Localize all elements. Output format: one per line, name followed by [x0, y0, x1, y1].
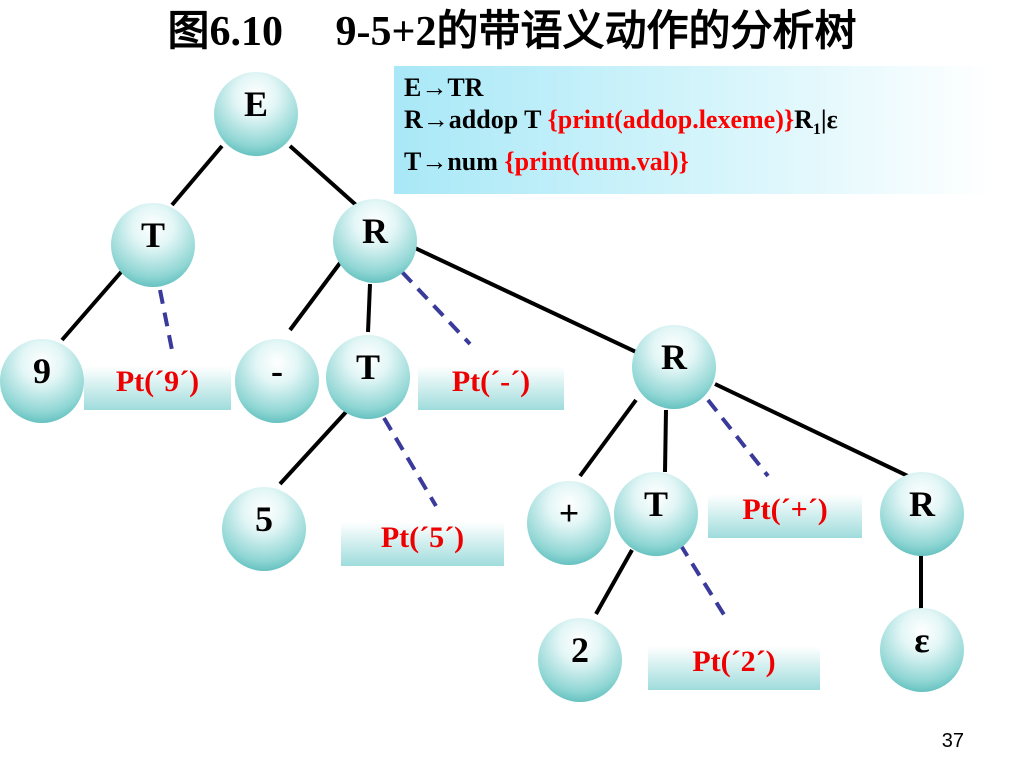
tree-node-2: 2 — [538, 618, 622, 702]
slide-title: 图6.10 9-5+2的带语义动作的分析树 — [167, 9, 857, 55]
edge-e-t1 — [170, 144, 224, 207]
action-edge-t1 — [158, 289, 174, 351]
edge-r1-r2 — [414, 246, 637, 354]
grammar-rule-r: R→addop T {print(addop.lexeme)}R1|ε — [404, 105, 838, 139]
edge-e-r1 — [288, 144, 358, 207]
edge-r1-minus — [288, 261, 342, 332]
grammar-action-num: {print(num.val)} — [504, 147, 689, 177]
tree-node-plus: + — [527, 481, 611, 565]
tree-node-epsilon: ε — [880, 608, 964, 692]
action-box-9: Pt(´9´) — [84, 354, 231, 410]
edge-r2-r3 — [714, 382, 913, 480]
edge-r1-t2 — [366, 283, 372, 333]
tree-node-5: 5 — [222, 487, 306, 571]
page-number: 37 — [941, 730, 964, 752]
action-edge-t2 — [382, 416, 438, 508]
edge-t1-9 — [60, 269, 124, 342]
action-box-plus: Pt(´+´) — [708, 482, 862, 538]
action-box-5: Pt(´5´) — [341, 510, 504, 566]
tree-node-R1: R — [333, 199, 417, 283]
tree-node-T1: T — [111, 203, 195, 287]
edge-r2-t3 — [663, 409, 668, 473]
action-box-2: Pt(´2´) — [648, 634, 820, 690]
grammar-action-addop: {print(addop.lexeme)} — [547, 105, 795, 134]
edge-t2-5 — [278, 410, 348, 486]
action-edge-plus — [706, 398, 770, 478]
edge-r2-plus — [578, 398, 638, 478]
action-edge-minus — [400, 270, 472, 346]
edge-t3-2 — [594, 549, 634, 615]
tree-node-R2: R — [632, 325, 716, 409]
grammar-rule-e: E→TR — [404, 73, 484, 102]
grammar-rules-box: E→TR R→addop T {print(addop.lexeme)}R1|ε… — [394, 66, 994, 194]
tree-node-minus: - — [235, 339, 319, 423]
action-box-minus: Pt(´-´) — [418, 354, 564, 410]
tree-node-T2: T — [326, 335, 410, 419]
action-edge-t3 — [678, 542, 728, 620]
tree-node-R3: R — [880, 472, 964, 556]
tree-node-E: E — [214, 72, 298, 156]
grammar-rule-t: T→num {print(num.val)} — [404, 147, 689, 177]
tree-node-9: 9 — [0, 339, 84, 423]
tree-node-T3: T — [614, 472, 698, 556]
